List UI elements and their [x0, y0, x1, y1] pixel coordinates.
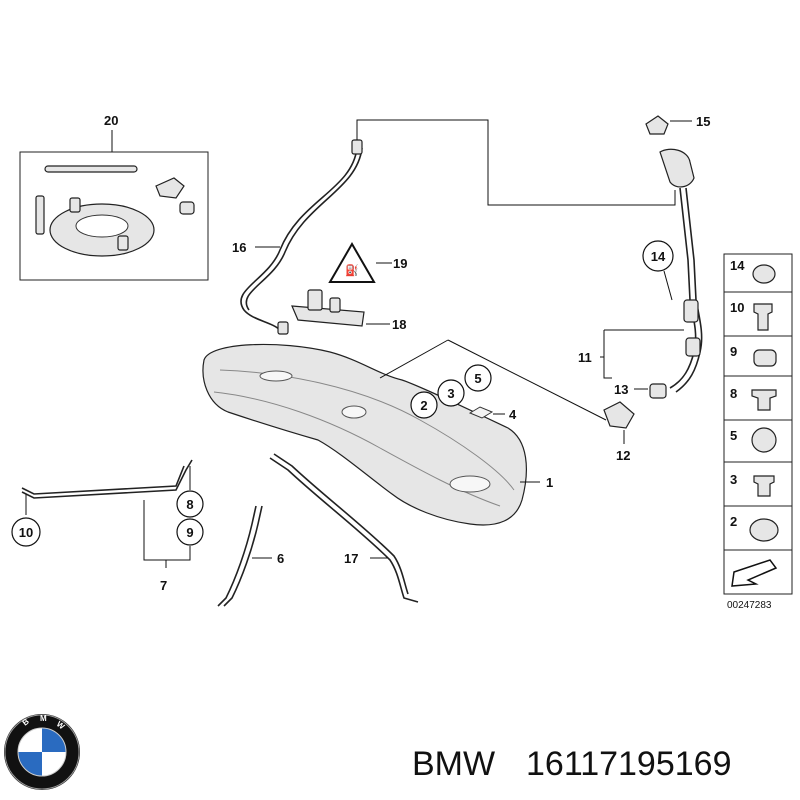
sidebar-item-8: 8 — [730, 386, 737, 401]
callout-5: 5 — [474, 371, 481, 386]
seal-ring-12-part — [603, 401, 635, 429]
callout-2-badge — [410, 391, 438, 419]
callout-17: 17 — [344, 551, 358, 566]
hose-16-group: 16 — [232, 139, 363, 335]
filler-neck-group: 15 14 11 13 12 — [578, 114, 710, 463]
callout-9-badge — [176, 518, 204, 546]
callout-18: 18 — [392, 317, 406, 332]
callout-10-badge — [11, 517, 41, 547]
grommet-5-part — [751, 427, 777, 453]
svg-text:⛽: ⛽ — [345, 264, 359, 277]
sidebar-item-10: 10 — [730, 300, 744, 315]
fuel-tank-group: 1 — [202, 343, 553, 526]
group-bracket-line — [356, 119, 676, 206]
callout-12: 12 — [616, 448, 630, 463]
callout-19: 19 — [393, 256, 407, 271]
callout-6: 6 — [277, 551, 284, 566]
callout-10: 10 — [19, 525, 33, 540]
grommet-3-part — [753, 475, 775, 497]
strap-6-part — [217, 505, 257, 607]
filler-pipe-part — [669, 187, 697, 389]
fuel-cap-part — [645, 115, 669, 135]
callout-4: 4 — [509, 407, 517, 422]
fuel-sender-part — [291, 305, 365, 327]
clip-14-part — [752, 264, 776, 284]
vent-hose-part — [240, 147, 358, 331]
callout-3-badge — [437, 379, 465, 407]
bolt-10-part — [753, 303, 773, 331]
caption-brand: BMW — [412, 745, 495, 783]
sidebar-item-2: 2 — [730, 514, 737, 529]
valve-13-part — [649, 383, 667, 399]
sidebar-item-9: 9 — [730, 344, 737, 359]
callout-9: 9 — [186, 525, 193, 540]
strap-7-group: 10 8 9 7 — [11, 459, 204, 593]
strap-part — [44, 165, 138, 173]
strap-17-group: 17 — [269, 453, 419, 603]
caption-part-number: 16117195169 — [526, 745, 731, 783]
connector-part — [155, 177, 185, 199]
callout-20: 20 — [104, 113, 118, 128]
grommet-8-part — [751, 389, 777, 411]
callout-3: 3 — [447, 386, 454, 401]
grommet-2-part — [749, 518, 779, 542]
label-19-group: ⛽ 19 — [328, 242, 407, 283]
callout-8: 8 — [186, 497, 193, 512]
vent-valve-part — [35, 195, 45, 235]
catalog-number: 00247283 — [727, 600, 772, 611]
tank-strap-part — [21, 459, 193, 499]
sidebar-item-5: 5 — [730, 428, 737, 443]
svg-text:B: B — [21, 717, 31, 728]
svg-text:W: W — [55, 719, 67, 731]
callout-13: 13 — [614, 382, 628, 397]
sidebar-item-3: 3 — [730, 472, 737, 487]
strap-6-group: 6 — [217, 505, 284, 607]
direction-arrow-icon — [731, 559, 778, 587]
filler-head-part — [659, 148, 695, 188]
callout-14: 14 — [651, 249, 666, 264]
strap-17-part — [269, 457, 419, 603]
callout-2: 2 — [420, 398, 427, 413]
callout-5-badge — [464, 364, 492, 392]
callout-14-badge — [642, 240, 674, 272]
sidebar-panel: 14 10 9 8 5 3 2 — [723, 253, 793, 595]
sidebar-frame — [723, 253, 793, 595]
callout-8-badge — [176, 490, 204, 518]
sidebar-item-14: 14 — [730, 258, 745, 273]
callout-16: 16 — [232, 240, 246, 255]
svg-text:M: M — [40, 714, 47, 723]
rubber-9-part — [753, 349, 777, 367]
warning-label-part — [328, 242, 376, 283]
kit-20-group: 20 — [19, 113, 209, 281]
callout-15: 15 — [696, 114, 710, 129]
callout-11: 11 — [578, 350, 592, 365]
kit-20-box — [19, 151, 209, 281]
clip-part — [179, 201, 195, 215]
sender-18-group: 18 — [291, 289, 406, 332]
bmw-logo: B M W — [4, 714, 80, 790]
callout-7: 7 — [160, 578, 167, 593]
callout-1: 1 — [546, 475, 553, 490]
small-parts-2-3-5-4: 2 3 5 4 — [410, 364, 517, 422]
pad-4-part — [468, 406, 494, 419]
fuel-tank-part — [202, 343, 527, 526]
